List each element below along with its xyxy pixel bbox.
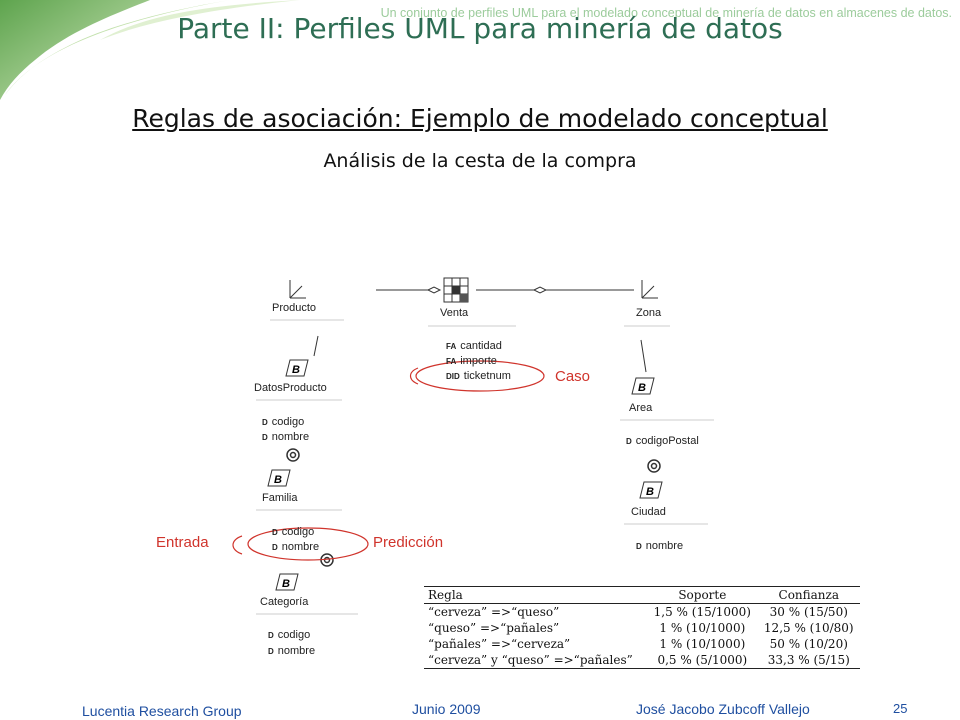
svg-text:B: B (638, 382, 646, 394)
table-row: “cerveza” y “queso” =>“pañales” 0,5 % (5… (424, 652, 860, 669)
svg-text:B: B (646, 486, 654, 498)
association-rules-table: Regla Soporte Confianza “cerveza” =>“que… (424, 586, 860, 669)
link-zona-area (640, 339, 647, 373)
class-producto: Producto (272, 302, 317, 314)
class-area: Area (629, 402, 653, 414)
cell-confianza: 12,5 % (10/80) (763, 621, 854, 635)
table-header-row: Regla Soporte Confianza (424, 586, 860, 604)
aggregation-diamond-icon (532, 286, 548, 294)
class-categoria: Categoría (260, 596, 309, 608)
aggregation-diamond-icon (426, 286, 442, 294)
cell-soporte: 1 % (10/1000) (659, 637, 746, 651)
footer-group: Lucentia Research Group (82, 703, 242, 719)
col-header-regla: Regla (424, 586, 648, 604)
cell-regla: “cerveza” y “queso” =>“pañales” (424, 652, 648, 669)
class-zona: Zona (636, 307, 662, 319)
col-header-soporte: Soporte (647, 586, 758, 604)
cell-soporte: 1,5 % (15/1000) (653, 605, 751, 619)
dimension-axes-icon-zona (641, 280, 658, 299)
header-note: Un conjunto de perfiles UML para el mode… (380, 6, 952, 20)
class-venta: Venta (440, 307, 469, 319)
entrada-prediccion-ellipse (247, 527, 369, 561)
base-icon-area: B (631, 377, 655, 395)
subtitle: Reglas de asociación: Ejemplo de modelad… (132, 104, 828, 133)
table-row: “queso” =>“pañales” 1 % (10/1000) 12,5 %… (424, 620, 860, 636)
base-icon-datosproducto: B (285, 359, 309, 377)
base-icon-familia: B (267, 469, 291, 487)
col-header-confianza: Confianza (757, 586, 860, 604)
slide-title: Parte II: Perfiles UML para minería de d… (177, 12, 783, 45)
footer-date: Junio 2009 (412, 701, 481, 717)
svg-text:B: B (282, 578, 290, 590)
label-entrada: Entrada (156, 534, 209, 551)
cell-regla: “cerveza” =>“queso” (428, 605, 560, 619)
page-number: 25 (893, 701, 908, 716)
footer-author: José Jacobo Zubcoff Vallejo (636, 701, 810, 717)
class-ciudad: Ciudad (631, 506, 666, 518)
base-icon-ciudad: B (639, 481, 663, 499)
label-prediccion: Predicción (373, 534, 444, 551)
cell-confianza: 50 % (10/20) (769, 637, 848, 651)
cell-confianza: 33,3 % (5/15) (757, 652, 860, 669)
cell-regla: “pañales” =>“cerveza” (428, 637, 571, 651)
corner-swoosh-decoration (0, 0, 300, 100)
sub-subtitle: Análisis de la cesta de la compra (323, 150, 637, 172)
class-familia: Familia (262, 492, 298, 504)
cell-soporte: 0,5 % (5/1000) (647, 652, 758, 669)
table-row: “cerveza” =>“queso” 1,5 % (15/1000) 30 %… (424, 604, 860, 621)
svg-text:B: B (292, 364, 300, 376)
fact-grid-icon (443, 277, 469, 303)
caso-ellipse (415, 360, 545, 392)
rollup-spiral-icon (647, 459, 661, 473)
table-row: “pañales” =>“cerveza” 1 % (10/1000) 50 %… (424, 636, 860, 652)
link-producto-datosproducto (313, 335, 319, 357)
svg-text:B: B (274, 474, 282, 486)
base-icon-categoria: B (275, 573, 299, 591)
cell-regla: “queso” =>“pañales” (428, 621, 560, 635)
cell-soporte: 1 % (10/1000) (659, 621, 746, 635)
rollup-spiral-icon (286, 448, 300, 462)
label-caso: Caso (555, 368, 591, 385)
class-datosproducto: DatosProducto (254, 382, 327, 394)
cell-confianza: 30 % (15/50) (769, 605, 848, 619)
dimension-axes-icon-producto (289, 280, 306, 299)
